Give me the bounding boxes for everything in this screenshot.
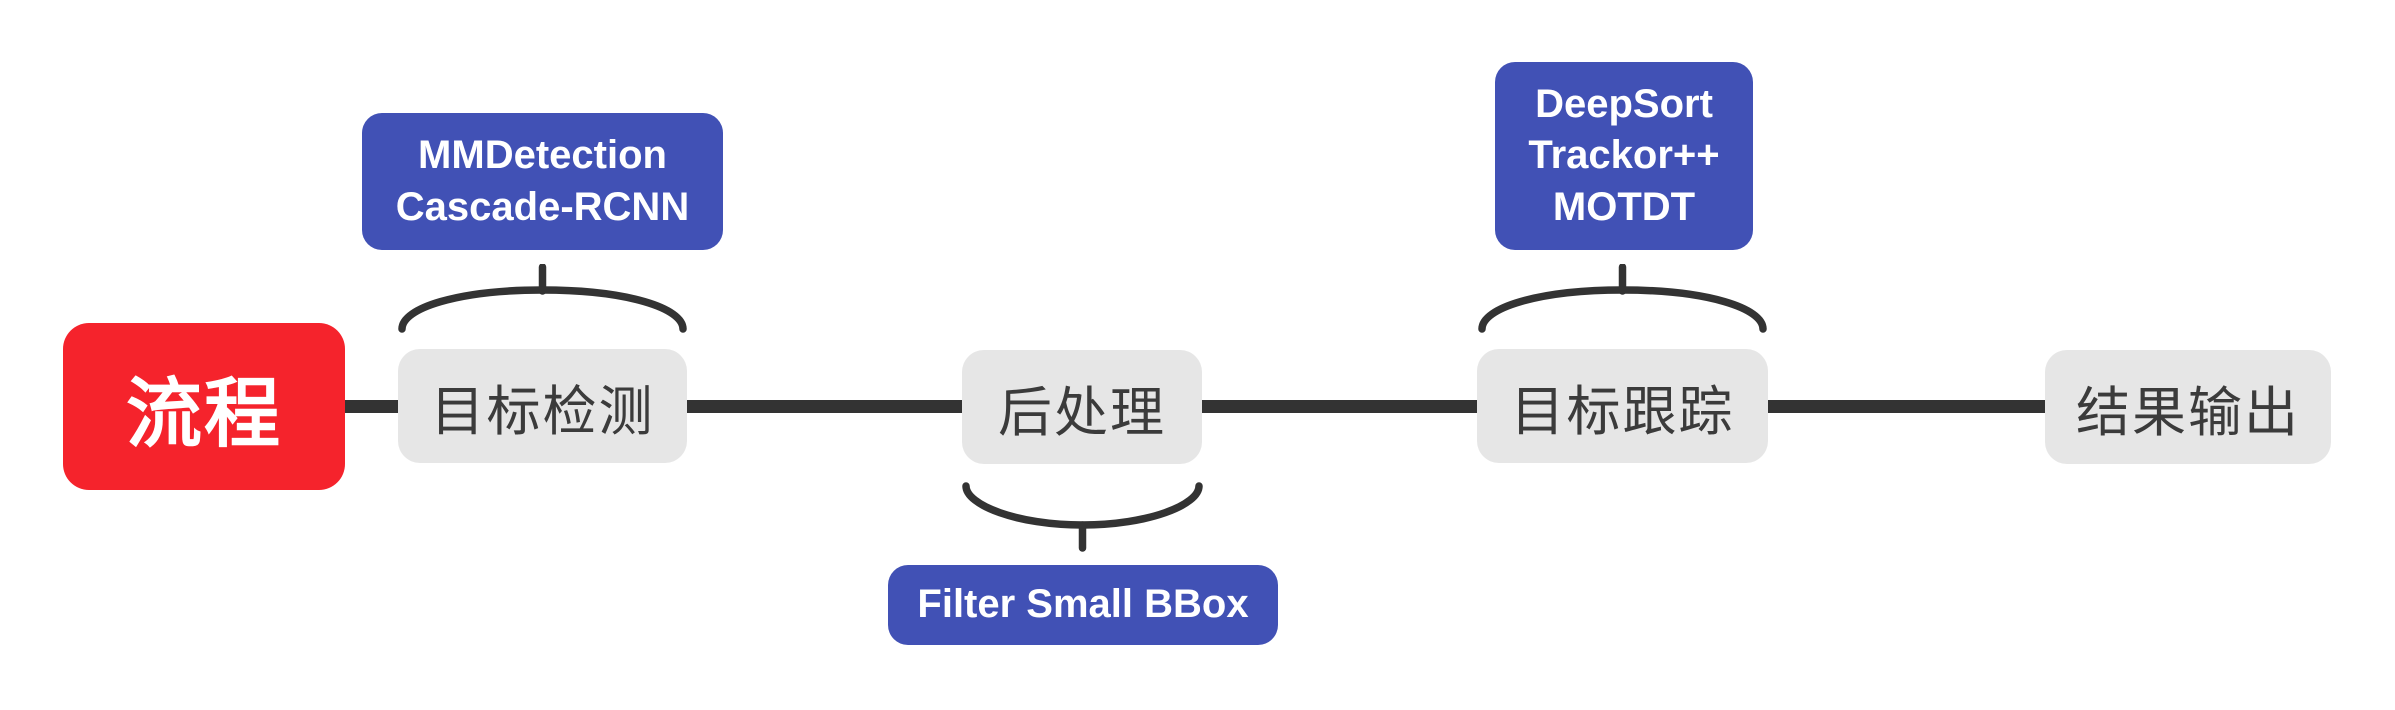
callout-line: MMDetection <box>418 133 667 178</box>
brace-arc <box>1478 286 1767 333</box>
topic-node-detection[interactable]: 目标检测 <box>398 349 687 463</box>
topic-label: 目标检测 <box>430 381 655 442</box>
connector-post-to-track <box>1199 400 1481 413</box>
callout-line: DeepSort <box>1535 82 1713 127</box>
topic-label: 目标跟踪 <box>1510 381 1735 442</box>
topic-label: 后处理 <box>998 382 1166 443</box>
brace-arc <box>398 286 687 333</box>
brace-arc <box>962 482 1203 529</box>
summary-brace-track <box>1478 264 1767 333</box>
callout-node-detector-models[interactable]: MMDetection Cascade-RCNN <box>362 113 723 250</box>
topic-node-output[interactable]: 结果输出 <box>2045 350 2331 464</box>
callout-line: Trackor++ <box>1528 133 1720 178</box>
connector-track-to-output <box>1765 400 2049 413</box>
connector-detect-to-post <box>684 400 966 413</box>
summary-brace-detect <box>398 264 687 333</box>
topic-node-postprocess[interactable]: 后处理 <box>962 350 1202 464</box>
root-node-label: 流程 <box>126 371 282 457</box>
summary-brace-post <box>962 482 1203 552</box>
callout-node-tracker-models[interactable]: DeepSort Trackor++ MOTDT <box>1495 62 1753 250</box>
callout-line: MOTDT <box>1552 184 1696 229</box>
topic-label: 结果输出 <box>2076 382 2300 443</box>
root-node-process[interactable]: 流程 <box>63 323 345 490</box>
callout-line: Cascade-RCNN <box>395 184 690 229</box>
topic-node-tracking[interactable]: 目标跟踪 <box>1477 349 1768 463</box>
connector-root-to-detect <box>340 400 402 413</box>
callout-line: Filter Small BBox <box>917 582 1249 627</box>
callout-node-filter-bbox[interactable]: Filter Small BBox <box>888 565 1278 645</box>
